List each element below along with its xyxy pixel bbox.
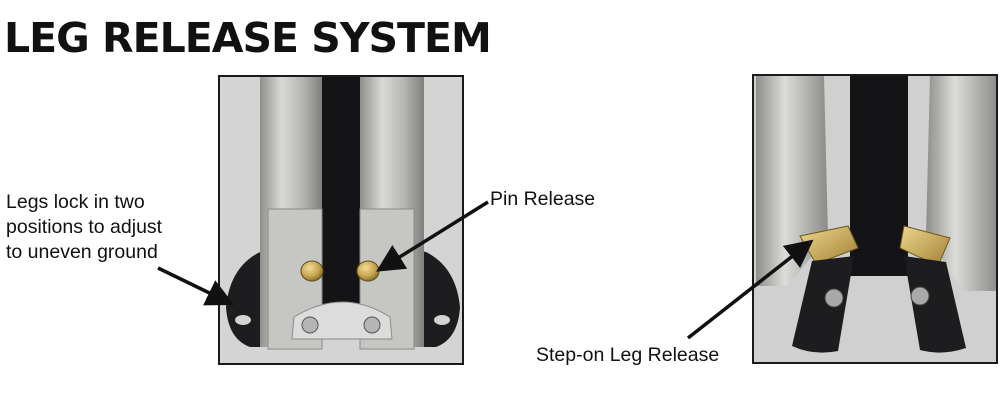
legs-lock-line-1: Legs lock in two <box>6 191 145 213</box>
legs-lock-line-3: to uneven ground <box>6 241 158 263</box>
step-on-release-photo <box>752 74 998 364</box>
step-on-release-illustration <box>754 76 996 362</box>
pin-release-photo <box>218 75 464 365</box>
legs-lock-callout: Legs lock in two positions to adjust to … <box>6 190 162 265</box>
step-on-release-callout: Step-on Leg Release <box>536 344 720 366</box>
pin-release-callout: Pin Release <box>490 188 596 210</box>
page-title: LEG RELEASE SYSTEM <box>4 14 492 62</box>
legs-lock-line-2: positions to adjust <box>6 216 163 238</box>
pin-release-illustration <box>220 77 462 363</box>
